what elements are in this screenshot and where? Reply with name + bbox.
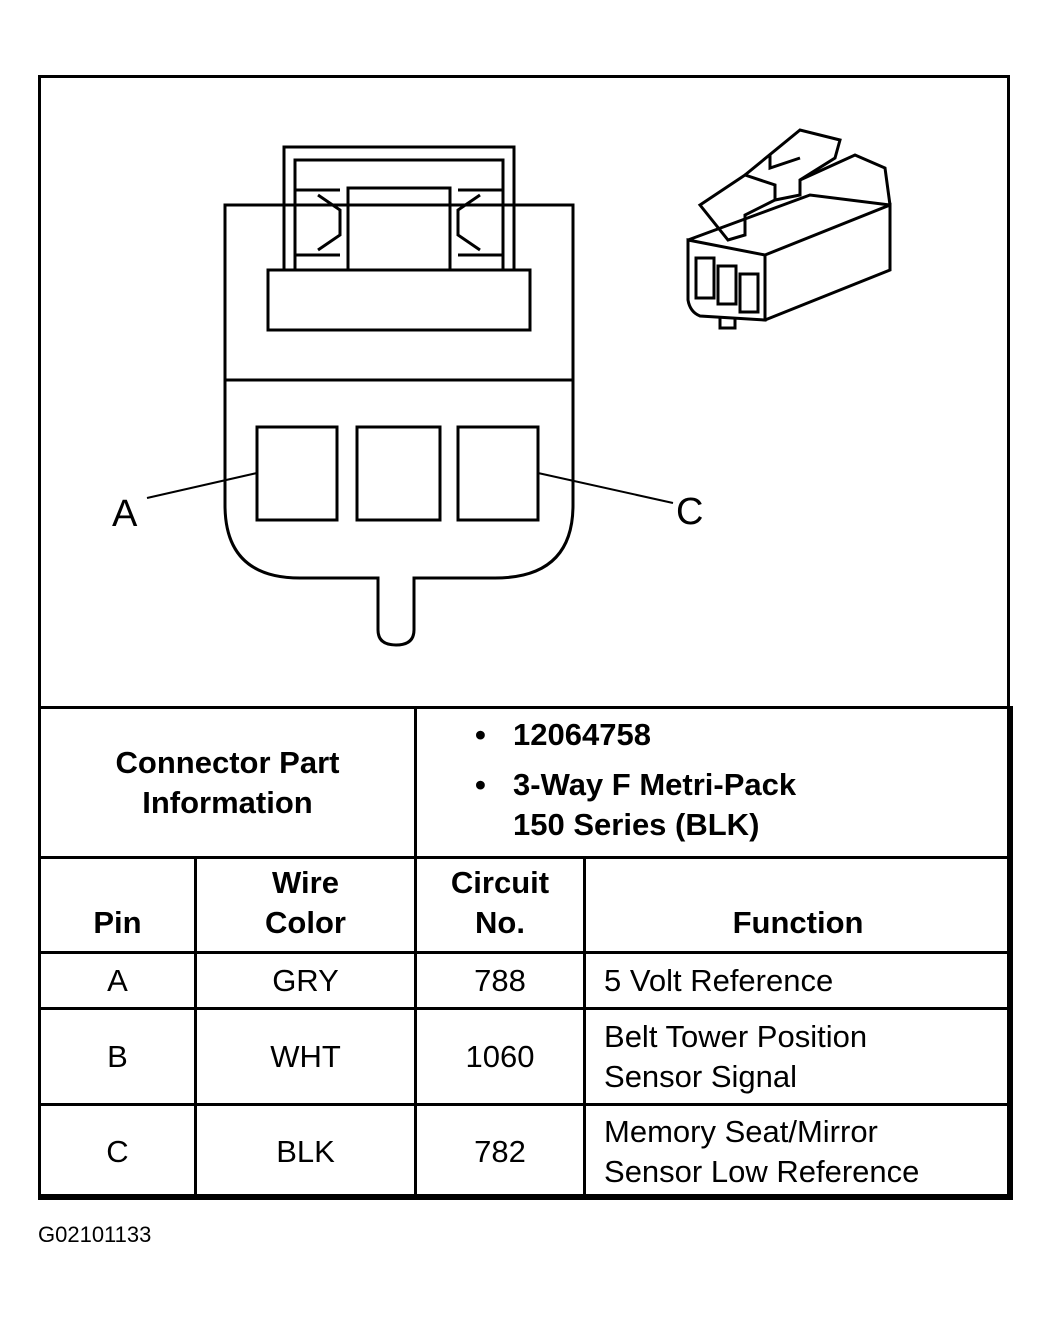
cavity-c bbox=[456, 425, 540, 522]
pin-label-a: A bbox=[112, 493, 138, 535]
connector-part-row: Connector Part Information 12064758 3-Wa… bbox=[37, 706, 1014, 859]
part-number-item: 12064758 bbox=[475, 715, 1010, 755]
connector-info-table: Connector Part Information 12064758 3-Wa… bbox=[37, 706, 1014, 1200]
part-type-item: 3-Way F Metri-Pack 150 Series (BLK) bbox=[475, 765, 1010, 845]
leader-c bbox=[537, 472, 674, 504]
connector-part-list: 12064758 3-Way F Metri-Pack 150 Series (… bbox=[414, 706, 1014, 859]
figure-caption: G02101133 bbox=[38, 1222, 152, 1247]
pin-cell: B bbox=[38, 1007, 197, 1106]
circuit-cell: 788 bbox=[414, 951, 587, 1010]
wire-color-cell: WHT bbox=[193, 1007, 418, 1106]
function-cell: Belt Tower Position Sensor Signal bbox=[583, 1007, 1014, 1106]
latch-base bbox=[266, 268, 532, 332]
header-pin: Pin bbox=[38, 856, 197, 954]
table-row: B WHT 1060 Belt Tower Position Sensor Si… bbox=[38, 1007, 1014, 1106]
cavity-b bbox=[355, 425, 442, 522]
function-cell: Memory Seat/Mirror Sensor Low Reference bbox=[583, 1103, 1014, 1200]
connector-body-outline bbox=[223, 203, 575, 647]
latch-bridge bbox=[346, 186, 452, 270]
connector-part-title: Connector Part Information bbox=[37, 706, 418, 859]
leader-a bbox=[146, 472, 258, 499]
table-header-row: Pin Wire Color Circuit No. Function bbox=[38, 856, 1014, 954]
header-wire-color: Wire Color bbox=[193, 856, 418, 954]
function-cell: 5 Volt Reference bbox=[583, 951, 1014, 1010]
pin-cell: A bbox=[38, 951, 197, 1010]
circuit-cell: 782 bbox=[414, 1103, 587, 1200]
wire-color-cell: GRY bbox=[193, 951, 418, 1010]
header-circuit-no: Circuit No. bbox=[414, 856, 587, 954]
table-row: A GRY 788 5 Volt Reference bbox=[38, 951, 1014, 1010]
cavity-a bbox=[255, 425, 339, 522]
pin-cell: C bbox=[38, 1103, 197, 1200]
latch-frame bbox=[282, 145, 516, 270]
wire-color-cell: BLK bbox=[193, 1103, 418, 1200]
pin-label-c: C bbox=[676, 491, 704, 533]
connector-drawing bbox=[146, 128, 892, 647]
latch-inner bbox=[293, 158, 505, 270]
connector-isometric-view bbox=[686, 128, 892, 330]
table-row: C BLK 782 Memory Seat/Mirror Sensor Low … bbox=[38, 1103, 1014, 1200]
header-function: Function bbox=[583, 856, 1014, 954]
circuit-cell: 1060 bbox=[414, 1007, 587, 1106]
